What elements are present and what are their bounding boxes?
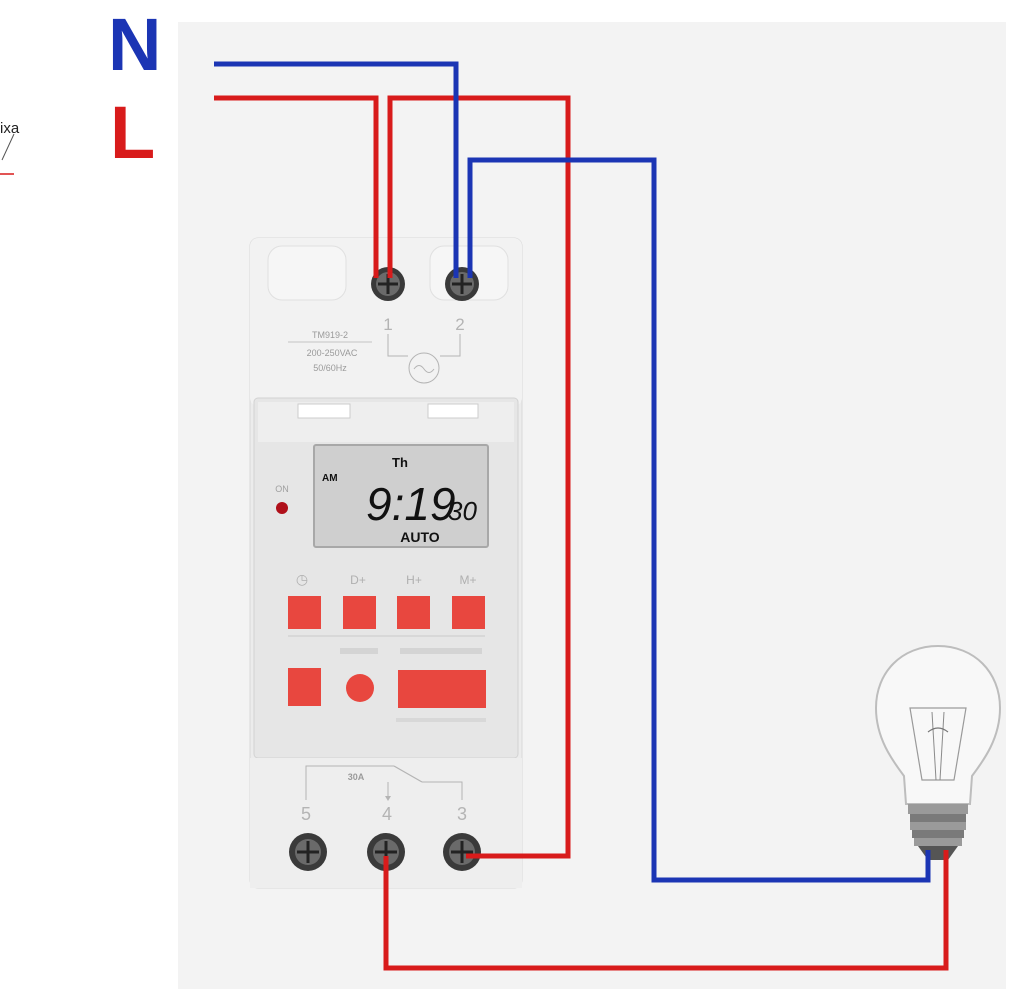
model-line-1: TM919-2 <box>312 330 348 340</box>
timer-button[interactable] <box>288 668 321 706</box>
live-wire-to-terminal-3 <box>387 95 571 859</box>
live-label: L <box>110 91 156 174</box>
lcd-ampm: AM <box>322 473 338 484</box>
terminal-label-2: 2 <box>455 315 464 334</box>
neutral-wire-to-bulb <box>467 157 931 883</box>
terminal-label-5: 5 <box>301 804 311 824</box>
day-plus-button[interactable] <box>343 596 376 629</box>
lcd-seconds: 30 <box>448 496 477 526</box>
manual-button[interactable] <box>398 670 486 708</box>
button-caption-hour: H+ <box>406 573 422 587</box>
lcd-time: 9:19 <box>366 478 456 530</box>
neutral-wire-to-terminal-2 <box>214 61 459 278</box>
neutral-label: N <box>108 3 162 86</box>
button-caption-minute: M+ <box>459 573 476 587</box>
stray-mark <box>0 133 15 175</box>
relay-diagram: 30A <box>305 765 463 801</box>
relay-rating: 30A <box>348 772 365 782</box>
timer-switch: TM919-2 200-250VAC 50/60Hz 1 2 <box>249 237 523 889</box>
minute-plus-button[interactable] <box>452 596 485 629</box>
indicator-led <box>276 502 288 514</box>
lcd-display: Th AM 9:19 30 AUTO <box>313 444 489 548</box>
terminal-label-3: 3 <box>457 804 467 824</box>
model-line-2: 200-250VAC <box>307 348 358 358</box>
terminal-screw-5 <box>289 833 327 871</box>
terminal-screw-1 <box>371 267 405 301</box>
hour-plus-button[interactable] <box>397 596 430 629</box>
terminal-label-4: 4 <box>382 804 392 824</box>
button-caption-clock: ◷ <box>296 571 308 587</box>
terminal-screw-2 <box>445 267 479 301</box>
live-wire-to-terminal-1 <box>214 95 379 278</box>
terminal-screw-4 <box>367 833 405 871</box>
light-bulb <box>874 644 1002 860</box>
model-label: TM919-2 200-250VAC 50/60Hz <box>288 330 372 373</box>
terminal-label-1: 1 <box>383 315 392 334</box>
lcd-day: Th <box>392 455 408 470</box>
button-caption-day: D+ <box>350 573 366 587</box>
terminal-screw-3 <box>443 833 481 871</box>
wiring <box>214 61 949 971</box>
lcd-mode: AUTO <box>400 529 440 545</box>
reset-button[interactable] <box>346 674 374 702</box>
model-line-3: 50/60Hz <box>313 363 347 373</box>
clock-button[interactable] <box>288 596 321 629</box>
load-wire-terminal-4-to-bulb <box>383 850 949 971</box>
stray-text: ixa <box>0 120 20 137</box>
coil-symbol <box>387 334 461 384</box>
indicator-label: ON <box>275 484 289 494</box>
